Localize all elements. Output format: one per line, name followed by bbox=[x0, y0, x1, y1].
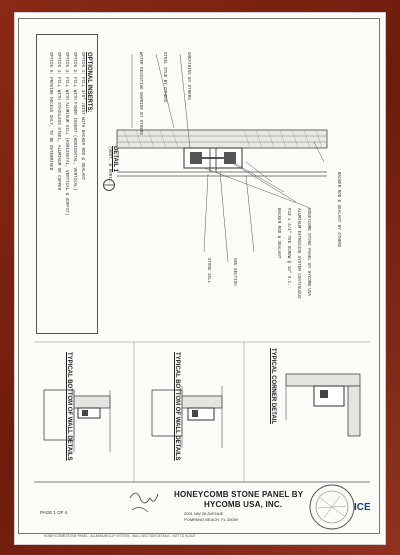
title-block-footer: HONEYCOMB STONE PANEL - ALUMINUM CLIP SY… bbox=[44, 534, 196, 538]
page-number: PAGE 1 OF 4 bbox=[40, 510, 68, 515]
detail-title-bottom-wall: TYPICAL BOTTOM OF WALL DETAILS bbox=[66, 352, 72, 461]
section-marker-icon bbox=[103, 179, 115, 191]
callout-text: SEE SECTION bbox=[232, 258, 236, 286]
callout-text: BACKER ROD & SEALANT bbox=[276, 208, 280, 259]
drawing-border bbox=[18, 18, 380, 534]
title-block-address-2: POMPANO BEACH, FL 33069 bbox=[184, 517, 239, 522]
callout-text: WATER RESISTIVE BARRIER BY OTHERS bbox=[138, 52, 142, 135]
title-block-address-1: 2001 NW 26 AVENUE bbox=[184, 511, 224, 516]
detail-title-corner: TYPICAL CORNER DETAIL bbox=[270, 348, 276, 425]
title-block-company: HYCOMB USA, INC. bbox=[204, 500, 283, 509]
logo: ICE bbox=[354, 502, 371, 513]
drawing-sheet: OPTIONAL INSERTS: OPTION 1: FILL 3/8" JO… bbox=[14, 12, 386, 545]
callout-text: ALUMINUM EXTRUSION SYSTEM CONTINUOUS bbox=[296, 208, 300, 299]
callout-text: SHEATHING BY OTHERS bbox=[186, 52, 190, 100]
title-block-title: HONEYCOMB STONE PANEL BY bbox=[174, 490, 304, 499]
callout-text: STEEL STUD BY OTHERS bbox=[162, 52, 166, 103]
callout-text: STONE SILL bbox=[206, 258, 210, 284]
wall-section-drawing bbox=[34, 53, 370, 530]
callout-text: BACKER ROD & SEALANT BY OTHERS bbox=[336, 172, 340, 248]
callout-text: #10 x 3/4" TEK SCREW @ 16" O.C. bbox=[286, 208, 290, 286]
detail-title-bottom-wall-2: TYPICAL BOTTOM OF WALL DETAILS bbox=[174, 352, 180, 461]
notes-box bbox=[36, 34, 98, 334]
callout-text: HONEYCOMB STONE PANEL BY HYCOMB USA bbox=[306, 208, 310, 296]
